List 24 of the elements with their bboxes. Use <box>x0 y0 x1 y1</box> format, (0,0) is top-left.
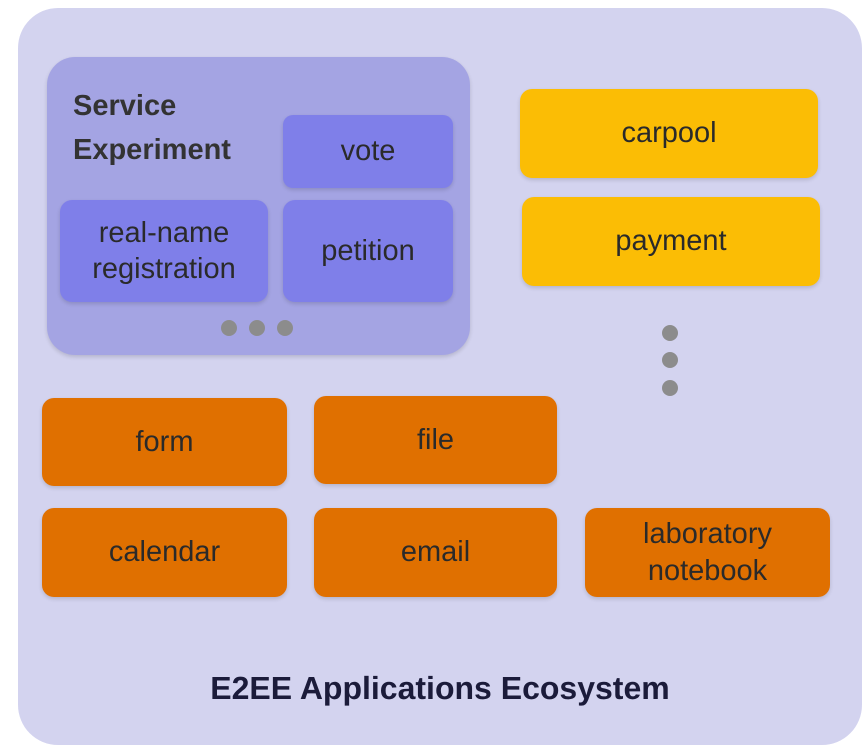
service-box <box>60 200 268 302</box>
app-box <box>42 508 287 597</box>
ecosystem-title: E2EE Applications Ecosystem <box>209 669 671 708</box>
app-box <box>314 508 557 597</box>
box-label: payment <box>614 224 728 260</box>
box-label: vote <box>340 134 396 170</box>
service-box <box>283 200 453 302</box>
group-heading: Service Experiment <box>73 89 232 168</box>
box-label: email <box>400 535 472 570</box>
service-group-panel <box>47 57 470 355</box>
service-box <box>283 115 453 188</box>
box-label: petition <box>320 234 416 269</box>
app-box <box>42 398 287 486</box>
ecosystem-panel <box>18 8 862 745</box>
box-label: form <box>134 424 194 460</box>
box-label: laboratory notebook <box>642 517 773 588</box>
app-box <box>520 89 818 178</box>
app-box <box>314 396 557 484</box>
app-box <box>522 197 820 286</box>
app-box <box>585 508 830 597</box>
box-label: real-name registration <box>91 216 237 287</box>
box-label: file <box>416 422 456 458</box>
box-label: calendar <box>108 535 222 570</box>
box-label: carpool <box>620 116 718 152</box>
